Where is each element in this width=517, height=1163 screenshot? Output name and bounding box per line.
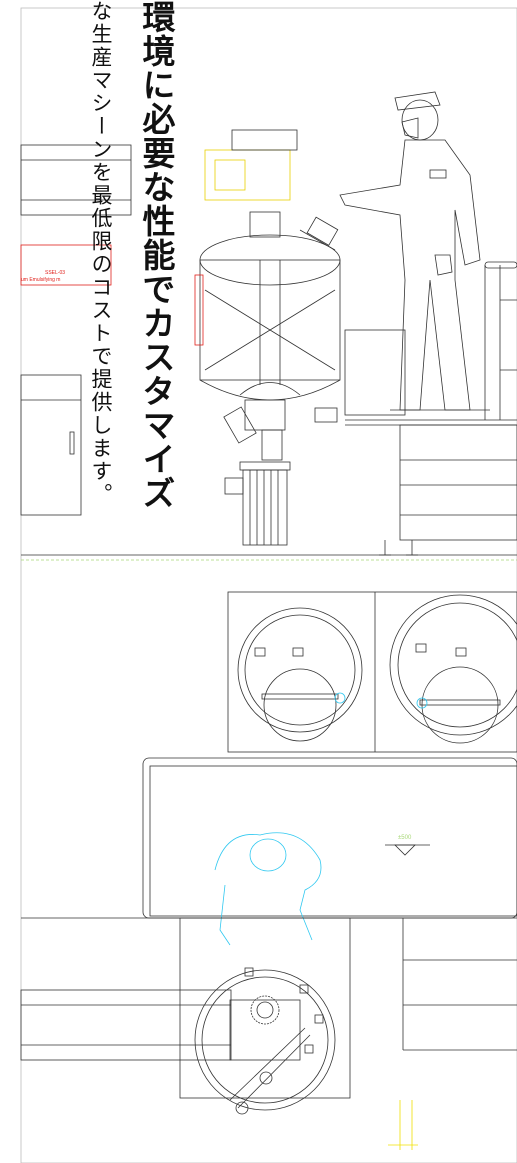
platform [344, 329, 517, 556]
headline: 環境に必要な性能でカスタマイズ [137, 0, 176, 510]
floor-line [21, 554, 517, 561]
worktable [142, 757, 517, 919]
control-panel [20, 144, 132, 516]
tank-front-views [227, 591, 517, 753]
subline: な生産マシーンを最低限のコストで提供します。 [89, 0, 113, 506]
model-name-label: um Emulsifying m [21, 277, 61, 283]
operator-figure [339, 91, 490, 411]
tank-top-view [20, 917, 517, 1115]
model-code-label: SSEL-03 [45, 270, 66, 276]
emulsifying-tank [194, 129, 341, 401]
page-frame [20, 7, 517, 1163]
motor [223, 399, 338, 546]
dimension-marks [388, 1100, 418, 1150]
ladder-rail [484, 261, 517, 420]
level-mark: ±500 [398, 835, 412, 841]
yellow-panel [204, 149, 291, 201]
operator-top-view [214, 832, 322, 946]
